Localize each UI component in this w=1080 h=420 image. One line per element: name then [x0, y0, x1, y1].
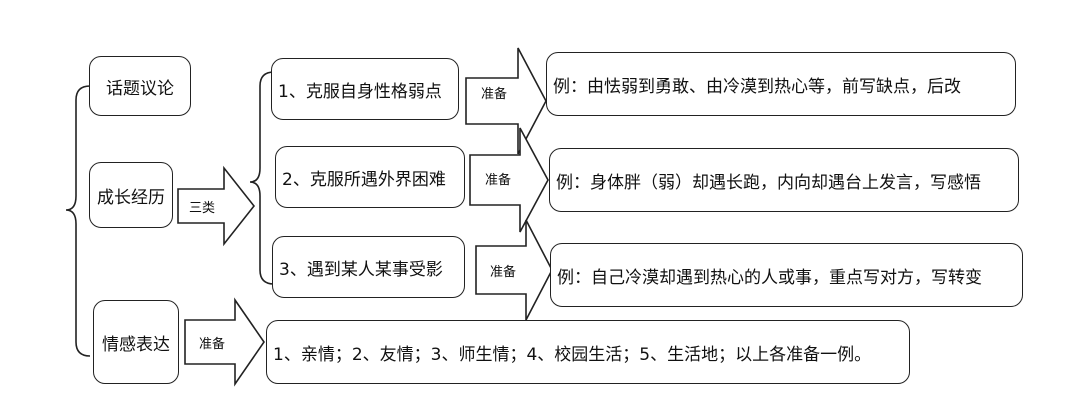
node-topic-discussion-label: 话题议论: [106, 78, 174, 99]
arrow-prepare-4: [184, 297, 265, 387]
node-growth-experience: 成长经历: [89, 162, 173, 228]
main-brace: [65, 85, 91, 357]
arrow-prepare-2: [469, 127, 549, 233]
category-node-3-label: 3、遇到某人某事受影: [279, 259, 443, 280]
arrow-prepare-3-label: 准备: [490, 265, 517, 280]
example-node-1-label: 例：由怯弱到勇敢、由冷漠到热心等，前写缺点，后改: [553, 76, 961, 97]
arrow-prepare-1: [465, 47, 547, 155]
node-emotional-expression: 情感表达: [93, 300, 179, 384]
category-node-1-label: 1、克服自身性格弱点: [278, 81, 442, 102]
category-node-2: 2、克服所遇外界困难: [275, 146, 465, 208]
arrow-prepare-1-label: 准备: [481, 87, 508, 102]
category-node-2-label: 2、克服所遇外界困难: [282, 169, 446, 190]
node-growth-experience-label: 成长经历: [97, 187, 165, 208]
example-node-2-label: 例：身体胖（弱）却遇长跑，内向却遇台上发言，写感悟: [556, 172, 981, 193]
example-node-3: 例：自己冷漠却遇到热心的人或事，重点写对方，写转变: [550, 243, 1023, 307]
category-node-3: 3、遇到某人某事受影: [272, 236, 465, 298]
arrow-prepare-4-label: 准备: [199, 337, 226, 352]
example-node-2: 例：身体胖（弱）却遇长跑，内向却遇台上发言，写感悟: [549, 148, 1019, 212]
node-topic-discussion: 话题议论: [89, 56, 191, 116]
node-emotional-expression-label: 情感表达: [102, 334, 170, 355]
arrow-three-types: [177, 165, 256, 247]
arrow-prepare-3: [475, 219, 553, 321]
example-node-1: 例：由怯弱到勇敢、由冷漠到热心等，前写缺点，后改: [546, 52, 1016, 116]
arrow-prepare-2-label: 准备: [485, 173, 512, 188]
category-brace: [249, 71, 275, 285]
arrow-three-types-label: 三类: [189, 201, 216, 216]
category-node-1: 1、克服自身性格弱点: [271, 58, 459, 120]
example-node-3-label: 例：自己冷漠却遇到热心的人或事，重点写对方，写转变: [557, 267, 982, 288]
emotion-detail-node: 1、亲情；2、友情；3、师生情；4、校园生活；5、生活地；以上各准备一例。: [266, 320, 910, 384]
emotion-detail-label: 1、亲情；2、友情；3、师生情；4、校园生活；5、生活地；以上各准备一例。: [273, 344, 872, 365]
